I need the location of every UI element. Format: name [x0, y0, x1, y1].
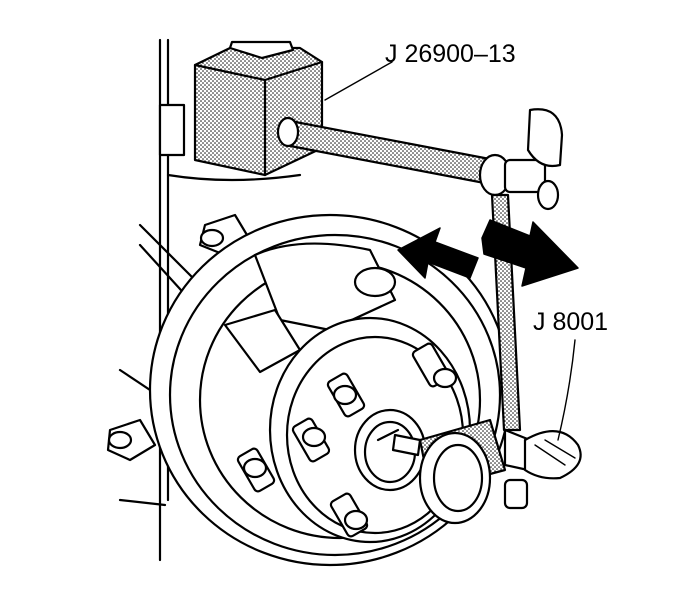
arrow-right	[481, 219, 579, 287]
leader-tool-a	[324, 61, 393, 101]
wheel-stud-4	[236, 447, 276, 493]
wheel-stud-3	[329, 492, 369, 538]
arrow-left	[397, 227, 479, 279]
wheel-studs	[236, 342, 458, 538]
wheel-stud-1	[411, 342, 458, 389]
wheel-stud-2	[291, 417, 331, 463]
direction-arrow	[397, 219, 579, 287]
magnetic-base	[193, 40, 324, 177]
dial-indicator	[391, 418, 582, 525]
caliper-bracket	[223, 242, 397, 374]
knuckle-bolt-lower	[106, 418, 157, 462]
rod-clamp	[478, 108, 564, 211]
leader-lines	[324, 61, 576, 441]
callout-tool-a: J 26900–13	[385, 40, 516, 68]
leader-tool-b	[557, 339, 576, 441]
callout-tool-b: J 8001	[533, 308, 608, 336]
wheel-stud-5	[326, 372, 366, 418]
